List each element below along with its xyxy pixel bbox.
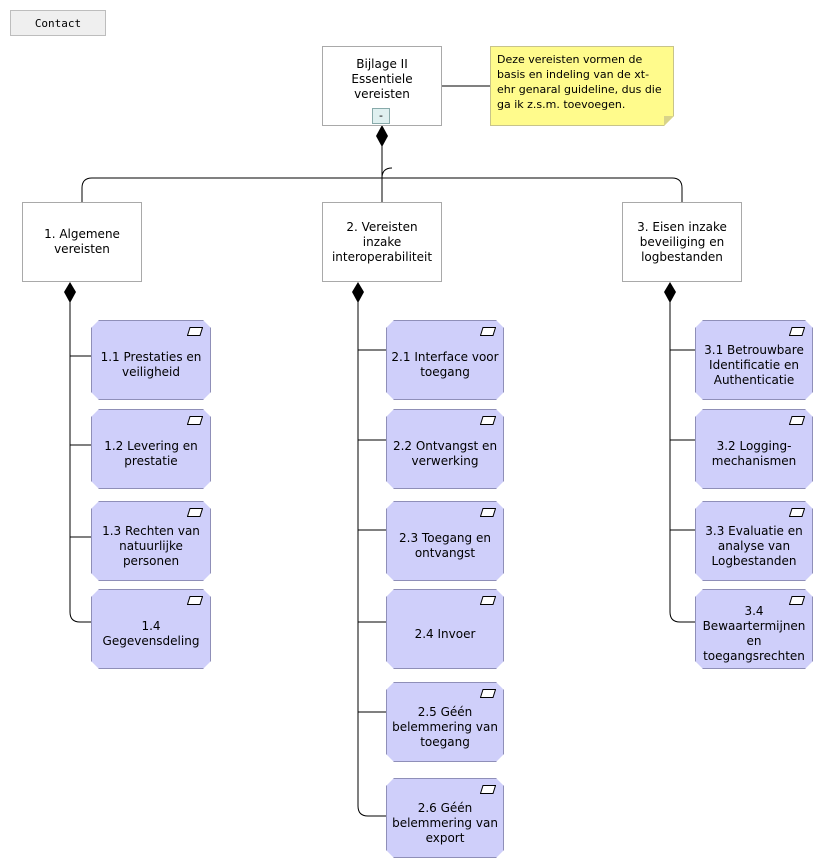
group-node-1[interactable]: 1. Algemene vereisten (22, 202, 142, 282)
group1-diamond (64, 282, 76, 303)
group-node-3[interactable]: 3. Eisen inzake beveiliging en logbestan… (622, 202, 742, 282)
note-fold-corner (664, 116, 674, 126)
requirement-node[interactable]: 2.5 Géén belemmering van toegang (386, 682, 504, 762)
requirement-node[interactable]: 1.1 Prestaties en veiligheid (91, 320, 211, 400)
requirement-icon (789, 508, 805, 517)
requirement-node[interactable]: 2.4 Invoer (386, 589, 504, 669)
requirement-icon (480, 785, 496, 794)
requirement-icon (480, 508, 496, 517)
requirement-icon (789, 596, 805, 605)
requirement-label: 2.1 Interface voor toegang (391, 350, 499, 379)
requirement-icon (789, 327, 805, 336)
group3-diamond (664, 282, 676, 303)
requirement-label: 3.1 Betrouwbare Identificatie en Authent… (704, 342, 804, 387)
requirement-node[interactable]: 2.6 Géén belemmering van export (386, 778, 504, 858)
requirement-label: 1.4 Gegevensdeling (102, 619, 200, 648)
group-node-2[interactable]: 2. Vereisten inzake interoperabiliteit (322, 202, 442, 282)
requirement-node[interactable]: 3.4 Bewaartermijnen en toegangsrechten (695, 589, 813, 669)
requirement-icon (480, 416, 496, 425)
collapse-toggle[interactable]: - (372, 108, 390, 124)
requirement-node[interactable]: 3.2 Logging- mechanismen (695, 409, 813, 489)
requirement-node[interactable]: 2.2 Ontvangst en verwerking (386, 409, 504, 489)
requirement-node[interactable]: 2.3 Toegang en ontvangst (386, 501, 504, 581)
requirement-label: 2.6 Géén belemmering van export (392, 800, 498, 845)
requirement-icon (187, 327, 203, 336)
requirement-label: 2.4 Invoer (414, 626, 476, 641)
root-branch (81, 177, 683, 202)
group2-diamond (352, 282, 364, 303)
annotation-note[interactable]: Deze vereisten vormen de basis en indeli… (490, 46, 674, 126)
requirement-icon (789, 416, 805, 425)
requirement-node[interactable]: 2.1 Interface voor toegang (386, 320, 504, 400)
requirement-icon (187, 416, 203, 425)
requirement-label: 3.2 Logging- mechanismen (711, 439, 797, 468)
requirement-node[interactable]: 3.1 Betrouwbare Identificatie en Authent… (695, 320, 813, 400)
requirement-node[interactable]: 1.3 Rechten van natuurlijke personen (91, 501, 211, 581)
requirement-icon (480, 327, 496, 336)
requirement-icon (480, 689, 496, 698)
requirement-label: 2.5 Géén belemmering van toegang (392, 704, 498, 749)
requirement-label: 2.3 Toegang en ontvangst (399, 531, 491, 560)
root-diamond (376, 125, 388, 147)
requirement-label: 1.2 Levering en prestatie (104, 439, 198, 468)
requirement-node[interactable]: 1.2 Levering en prestatie (91, 409, 211, 489)
requirement-icon (187, 596, 203, 605)
root-trunk (381, 145, 393, 179)
requirement-icon (187, 508, 203, 517)
requirement-label: 3.4 Bewaartermijnen en toegangsrechten (702, 604, 806, 663)
requirement-label: 2.2 Ontvangst en verwerking (392, 439, 498, 468)
requirement-node[interactable]: 3.3 Evaluatie en analyse van Logbestande… (695, 501, 813, 581)
requirement-icon (480, 596, 496, 605)
requirement-label: 1.3 Rechten van natuurlijke personen (102, 523, 200, 568)
requirement-label: 3.3 Evaluatie en analyse van Logbestande… (705, 523, 803, 568)
requirement-label: 1.1 Prestaties en veiligheid (100, 350, 202, 379)
requirement-node[interactable]: 1.4 Gegevensdeling (91, 589, 211, 669)
contact-button[interactable]: Contact (10, 10, 106, 36)
